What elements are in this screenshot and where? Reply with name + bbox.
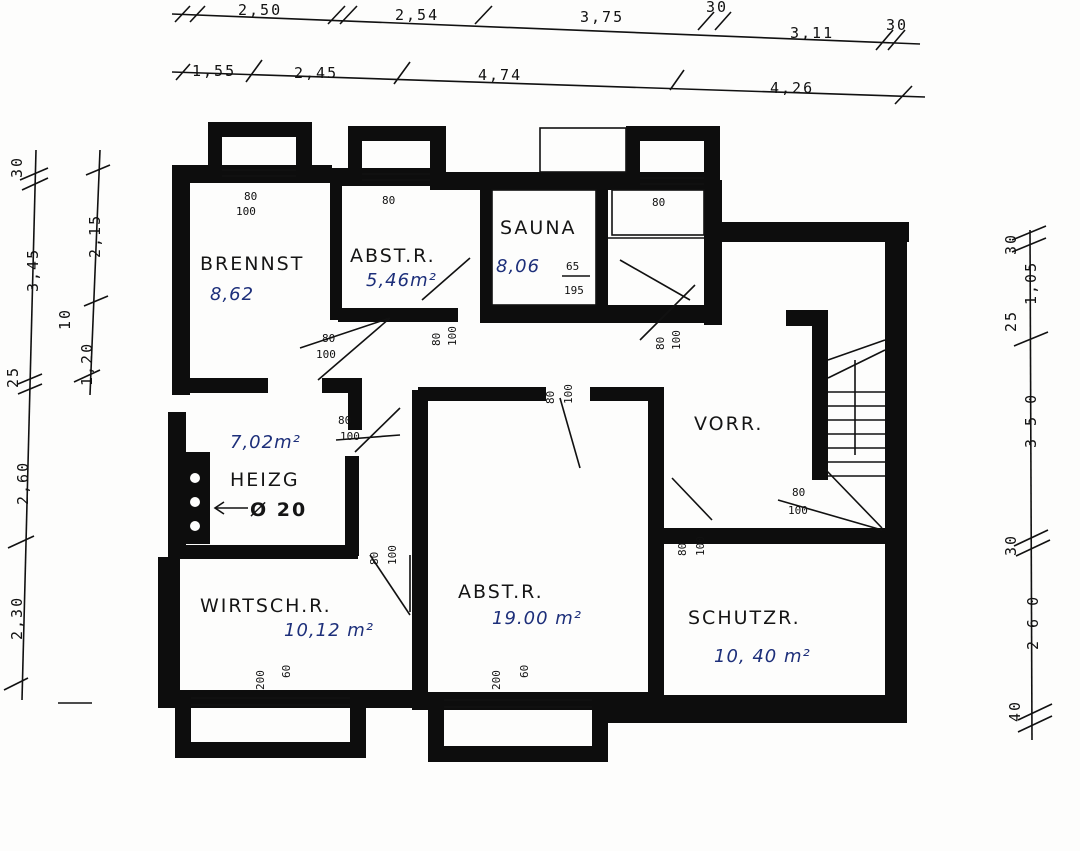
window-large-w: 200 [490,670,503,690]
dim-top2-a: 1,55 [192,62,236,80]
door-wirtsch-w: 80 [368,552,381,565]
door-brennst-inner-w: 80 [322,332,335,345]
door-brennst-w: 80 [244,190,257,203]
room-abstr-large-area: 19.00 m² [492,608,582,629]
door-sauna-inner: 80 [654,337,667,350]
room-labels: BRENNST 8,62 ABST.R. 5,46m² SAUNA 8,06 6… [200,217,811,667]
room-wirtsch-label: WIRTSCH.R. [200,595,332,617]
room-heizg-label: HEIZG [230,469,300,491]
dim-top2-b: 2,45 [294,64,338,82]
right-dimension-line: 30 1,05 25 3 5 0 30 2 6 0 40 [1002,225,1053,741]
sauna-fixtures [491,189,705,306]
window-wirtsch-h: 60 [280,665,293,678]
door-annotations: 80 100 80 80 80 100 80 100 80 100 80 100… [236,190,808,690]
door-schutz-w: 80 [676,543,689,556]
door-abst-inner-h: 100 [446,326,459,346]
door-heizg-h: 100 [340,430,360,443]
room-brennst-area: 8,62 [210,284,254,305]
door-schutz-h: 100 [694,536,707,556]
dim-left-h: 2,30 [8,596,26,640]
room-brennst-label: BRENNST [200,253,304,275]
dim-top1-e: 3,11 [790,24,834,42]
dim-left-c: 2,15 [86,214,104,258]
door-abst-w: 80 [382,194,395,207]
sauna-aux-bottom: 195 [564,284,584,297]
left-dimension-line: 30 3,45 2,15 10 1,20 25 2,60 2,30 [3,149,111,704]
door-vorr-w: 80 [792,486,805,499]
dim-left-g: 2,60 [14,461,32,505]
door-swings [299,257,883,616]
room-sauna-area: 8,06 [496,256,540,277]
window-wirtsch-w: 200 [254,670,267,690]
door-vorr-h: 100 [788,504,808,517]
sauna-aux-top: 65 [566,260,579,273]
dim-left-d: 10 [56,308,74,330]
dim-right-a: 30 [1002,233,1020,255]
dim-top1-b: 2,54 [395,6,439,24]
dim-top2-d: 4,26 [770,79,814,97]
dim-right-d: 3 5 0 [1022,393,1040,448]
room-sauna-label: SAUNA [500,217,577,239]
dim-right-b: 1,05 [1022,261,1040,305]
room-heizg-area: 7,02m² [230,432,301,453]
door-large-w: 80 [544,391,557,404]
chimney-note: Ø 20 [250,499,307,521]
dim-top1-a: 2,50 [238,1,282,19]
room-schutzr-area: 10, 40 m² [714,646,811,667]
room-schutzr-label: SCHUTZR. [688,607,801,629]
window-large-h: 60 [518,665,531,678]
dim-top1-f: 30 [886,16,908,34]
door-brennst-inner-h: 100 [316,348,336,361]
dim-left-a: 30 [8,156,26,178]
dim-left-f: 25 [4,366,22,388]
dim-top1-d: 30 [706,0,728,16]
walls [158,122,909,762]
staircase [827,339,886,477]
top-dimension-line-1: 2,50 2,54 3,75 30 3,11 30 [171,0,921,51]
dim-top2-c: 4,74 [478,66,522,84]
room-abstr-large-label: ABST.R. [458,581,544,603]
dim-right-e: 30 [1002,534,1020,556]
door-brennst-h: 100 [236,205,256,218]
dim-right-c: 25 [1002,310,1020,332]
dim-right-g: 40 [1006,700,1024,722]
room-wirtsch-area: 10,12 m² [284,620,374,641]
door-sauna-w: 80 [652,196,665,209]
dim-left-e: 1,20 [78,342,96,386]
door-wirtsch-h: 100 [386,545,399,565]
dim-right-f: 2 6 0 [1024,595,1042,650]
door-large-h: 100 [562,384,575,404]
room-abstr-small-label: ABST.R. [350,245,436,267]
dim-left-b: 3,45 [24,248,42,292]
door-heizg-w: 80 [338,414,351,427]
room-abstr-small-area: 5,46m² [366,270,437,291]
window-sills [191,127,704,708]
door-abst-inner: 80 [430,333,443,346]
dim-top1-c: 3,75 [580,8,624,26]
door-sauna-inner-h: 100 [670,330,683,350]
room-vorr-label: VORR. [694,413,763,435]
top-dimension-line-2: 1,55 2,45 4,74 4,26 [171,59,926,105]
